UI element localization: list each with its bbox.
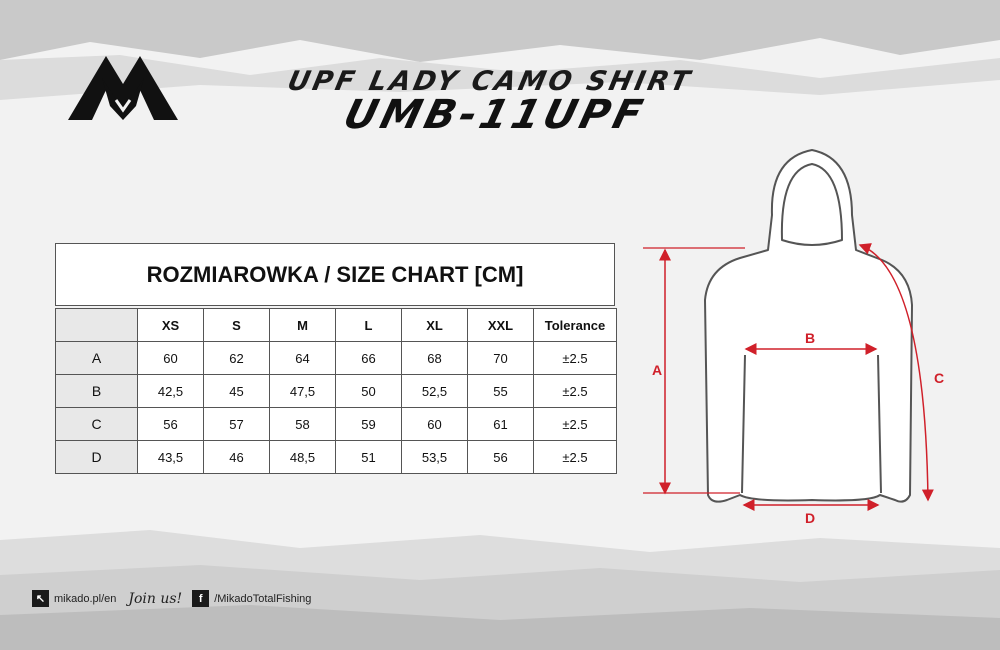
table-cell: 55 — [467, 374, 534, 408]
label-c: C — [934, 370, 944, 386]
table-cell: 43,5 — [137, 440, 204, 474]
footer: ↖ mikado.pl/en Join us! f /MikadoTotalFi… — [32, 590, 311, 607]
table-cell: 45 — [203, 374, 270, 408]
mikado-logo-icon — [68, 56, 178, 120]
table-header-row: XS S M L XL XXL Tolerance — [55, 308, 617, 342]
row-label: A — [55, 341, 138, 375]
table-cell: 48,5 — [269, 440, 336, 474]
size-chart: ROZMIAROWKA / SIZE CHART [CM] XS S M L X… — [55, 243, 617, 474]
website-link[interactable]: mikado.pl/en — [54, 592, 117, 605]
table-cell: 68 — [401, 341, 468, 375]
table-cell: 50 — [335, 374, 402, 408]
label-a: A — [652, 362, 662, 378]
table-row: C 56 57 58 59 60 61 ±2.5 — [55, 407, 617, 441]
hoodie-outline — [704, 149, 913, 503]
column-header: Tolerance — [533, 308, 617, 342]
join-us-text: Join us! — [128, 590, 183, 607]
table-cell: 60 — [137, 341, 204, 375]
facebook-icon[interactable]: f — [192, 590, 210, 607]
table-cell: 61 — [467, 407, 534, 441]
column-header: XS — [137, 308, 204, 342]
column-header: XL — [401, 308, 468, 342]
table-cell: 60 — [401, 407, 468, 441]
row-label: C — [55, 407, 138, 441]
column-header: XXL — [467, 308, 534, 342]
table-cell: 70 — [467, 341, 534, 375]
row-label: B — [55, 374, 138, 408]
table-cell: 64 — [269, 341, 336, 375]
label-b: B — [805, 330, 815, 346]
table-row: D 43,5 46 48,5 51 53,5 56 ±2.5 — [55, 440, 617, 474]
hoodie-measurement-diagram: A B C D — [643, 149, 944, 526]
measure-c-line — [858, 243, 934, 502]
label-d: D — [805, 510, 815, 526]
column-header: S — [203, 308, 270, 342]
product-code: UMB-11UPF — [339, 92, 651, 138]
table-cell: 62 — [203, 341, 270, 375]
table-cell: 53,5 — [401, 440, 468, 474]
table-cell: 58 — [269, 407, 336, 441]
column-header: L — [335, 308, 402, 342]
table-cell: 51 — [335, 440, 402, 474]
row-label: D — [55, 440, 138, 474]
table-cell: 56 — [467, 440, 534, 474]
table-cell: 66 — [335, 341, 402, 375]
table-cell: 52,5 — [401, 374, 468, 408]
table-cell: 47,5 — [269, 374, 336, 408]
table-cell: 42,5 — [137, 374, 204, 408]
size-chart-title: ROZMIAROWKA / SIZE CHART [CM] — [55, 243, 615, 306]
column-header: M — [269, 308, 336, 342]
table-cell: ±2.5 — [533, 374, 617, 408]
table-cell: 46 — [203, 440, 270, 474]
table-corner-cell — [55, 308, 138, 342]
table-row: B 42,5 45 47,5 50 52,5 55 ±2.5 — [55, 374, 617, 408]
table-cell: 59 — [335, 407, 402, 441]
table-cell: 57 — [203, 407, 270, 441]
table-row: A 60 62 64 66 68 70 ±2.5 — [55, 341, 617, 375]
facebook-link[interactable]: /MikadoTotalFishing — [214, 592, 312, 605]
table-cell: ±2.5 — [533, 341, 617, 375]
table-cell: ±2.5 — [533, 407, 617, 441]
table-cell: ±2.5 — [533, 440, 617, 474]
size-table: XS S M L XL XXL Tolerance A 60 62 64 66 … — [55, 308, 617, 474]
table-cell: 56 — [137, 407, 204, 441]
cursor-icon: ↖ — [32, 590, 49, 607]
